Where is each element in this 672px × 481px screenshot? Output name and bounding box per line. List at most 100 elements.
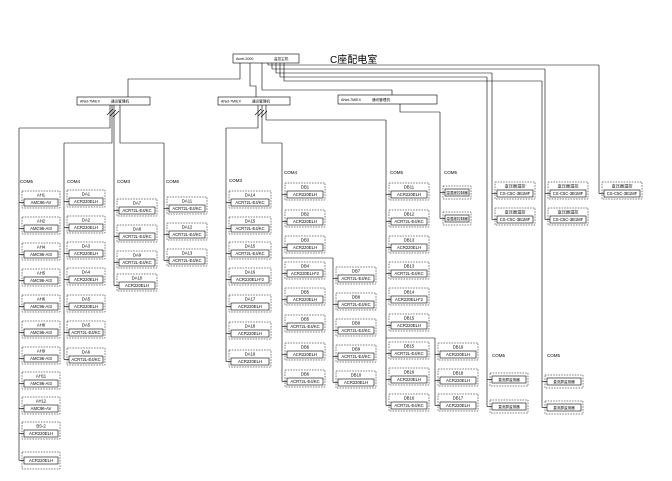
meter-box [23,404,59,413]
meter-box [286,269,324,278]
device-model: ACR220ELH [397,192,421,197]
device-model: ACR72L-E4/KC [341,302,370,307]
device: 直流屏监测器 [489,399,529,414]
device-frame [335,292,377,311]
device-model: ACR72L-E4/KC [172,258,201,263]
port-label: COM3 [117,179,130,184]
device-frame [284,314,326,333]
device-tag: DA1 [82,191,91,196]
device-model: ACR220ELH [238,331,262,336]
meter-box [230,249,270,258]
meter-box [230,357,270,366]
device-tag: DA15 [245,243,256,248]
device-frame [547,207,589,226]
device-tag: DA4 [82,269,91,274]
device-tag: DB18 [453,370,464,375]
device-model: ACR220ELH [397,245,421,250]
device-tag: DB2 [301,211,310,216]
gateway-model: ANet-7MIEX [341,98,362,102]
device-model: ACR220ELH [74,199,98,204]
device-model: ACR72L-E4/KC [122,234,151,239]
device-frame [494,207,536,226]
device-frame [437,368,479,387]
gateway-frame [337,94,438,105]
port-label: COM5 [390,170,403,175]
meter-box [390,375,428,384]
device-group: COM4DA1ACR220ELHDA2ACR220ELHDA3ACR220ELH… [63,143,106,366]
meter-box [286,190,324,199]
device-model: AMC96-AI3 [30,330,52,335]
device-tag: DA10 [132,275,143,280]
device-model: ACR220ELH [293,219,317,224]
device-model: AMC96-AV [31,200,52,205]
device-tag: DA18 [245,323,256,328]
device-model: ACR72L-E4/KC [341,276,370,281]
device-frame [388,341,430,360]
device-frame [66,267,106,286]
device-group: COM5AH1AMC96-AVAH2AMC96-AI3AH4AMC96-AI3A… [18,128,61,470]
device-frame [21,268,61,287]
port-label: COM3 [229,178,242,183]
device-frame [547,181,589,200]
device-frame [66,189,106,208]
link-gw2-com3 [226,105,259,129]
device-tag: AH2 [37,218,46,223]
device-frame [21,396,61,415]
host-box-frame [232,53,300,64]
device-model: ACR72L-E4/KC [394,351,423,356]
device-model: ACR220ELH [293,352,317,357]
port-label: COM5 [444,170,457,175]
device-model: ACR220ELH [397,323,421,328]
device-frame [335,318,377,337]
link-host-temp-column-3 [267,63,599,66]
device-tag: DB8 [352,294,361,299]
device-frame [66,320,106,339]
device-frame [21,451,61,470]
device-frame [228,321,272,340]
device-model: ACR220ELH [74,277,98,282]
gateway-frame [76,96,151,106]
device-model: ACR72L-E4/KC [394,403,423,408]
device-frame [601,181,643,200]
device-tag: AH8 [37,322,46,327]
gateway-frame [217,96,291,106]
gateway-name: 通讯管理机 [111,99,129,104]
device-tag: DB13 [404,237,415,242]
meter-box [549,189,587,198]
meter-box [68,249,104,258]
meter-box [168,256,206,265]
device-frame [228,294,272,313]
device-frame [21,216,61,235]
device-frame [388,261,430,280]
device-group: COM3DA7ACR72L-E4/KCDA8ACR72L-E4/KCDA9ACR… [113,105,158,292]
link-host-temp-column-1 [275,63,492,74]
meter-box [68,275,104,284]
device-frame [284,209,326,228]
link-gw1-com4 [64,105,113,144]
link-gw3-com5 [399,104,440,113]
meter-box [491,402,527,411]
device-tag: DB15 [404,315,415,320]
device-frame [489,399,529,414]
device-tag: DA5 [82,322,91,327]
device-tag: DA12 [182,224,193,229]
meter-box [286,217,324,226]
device-frame [388,209,430,228]
device-model: ACR72L-E4/KC [235,251,264,256]
